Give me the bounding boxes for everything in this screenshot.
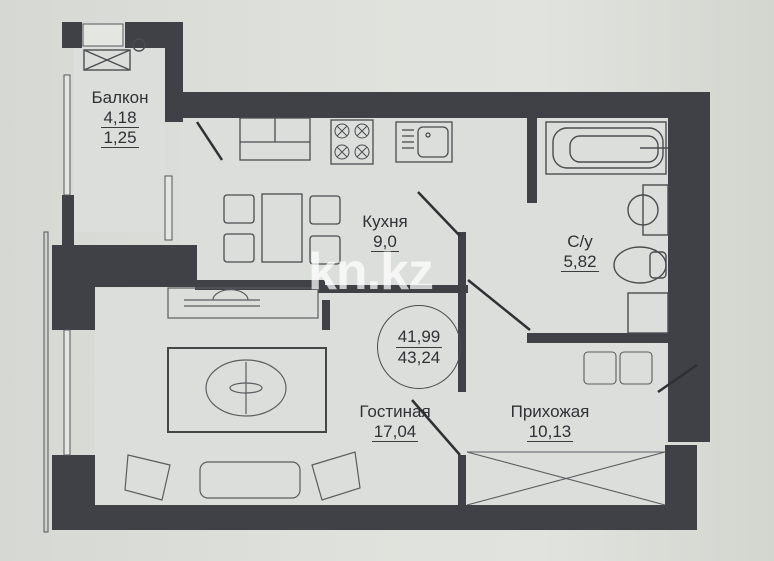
bathroom-fixtures bbox=[545, 121, 669, 334]
room-area: 17,04 bbox=[371, 422, 419, 442]
living-room-fixtures bbox=[124, 287, 361, 501]
room-area-secondary: 1,25 bbox=[101, 128, 139, 148]
kitchen-fixtures bbox=[223, 117, 453, 265]
room-name: Гостиная bbox=[359, 402, 431, 421]
room-area: 9,0 bbox=[371, 232, 399, 252]
living-area-value: 41,99 bbox=[395, 326, 443, 348]
room-kitchen: Кухня 9,0 bbox=[345, 212, 425, 252]
hallway-fixtures bbox=[466, 351, 666, 506]
room-bathroom: С/у 5,82 bbox=[550, 232, 610, 272]
room-area: 10,13 bbox=[526, 422, 574, 442]
room-name: С/у bbox=[567, 232, 593, 251]
room-name: Прихожая bbox=[510, 402, 590, 421]
watermark: kn.kz bbox=[308, 243, 434, 301]
room-balcony: Балкон 4,18 1,25 bbox=[76, 88, 164, 148]
balcony-fixtures bbox=[83, 38, 146, 71]
room-name: Кухня bbox=[362, 212, 408, 231]
room-area: 4,18 bbox=[101, 108, 139, 128]
doors bbox=[195, 121, 698, 456]
room-name: Балкон bbox=[91, 88, 149, 107]
windows bbox=[43, 23, 173, 533]
walls bbox=[52, 22, 710, 530]
room-living: Гостиная 17,04 bbox=[345, 402, 445, 442]
total-area-value: 43,24 bbox=[397, 347, 441, 367]
room-hallway: Прихожая 10,13 bbox=[495, 402, 605, 442]
total-area-badge: 41,99 43,24 bbox=[377, 305, 461, 389]
room-area: 5,82 bbox=[561, 252, 599, 272]
